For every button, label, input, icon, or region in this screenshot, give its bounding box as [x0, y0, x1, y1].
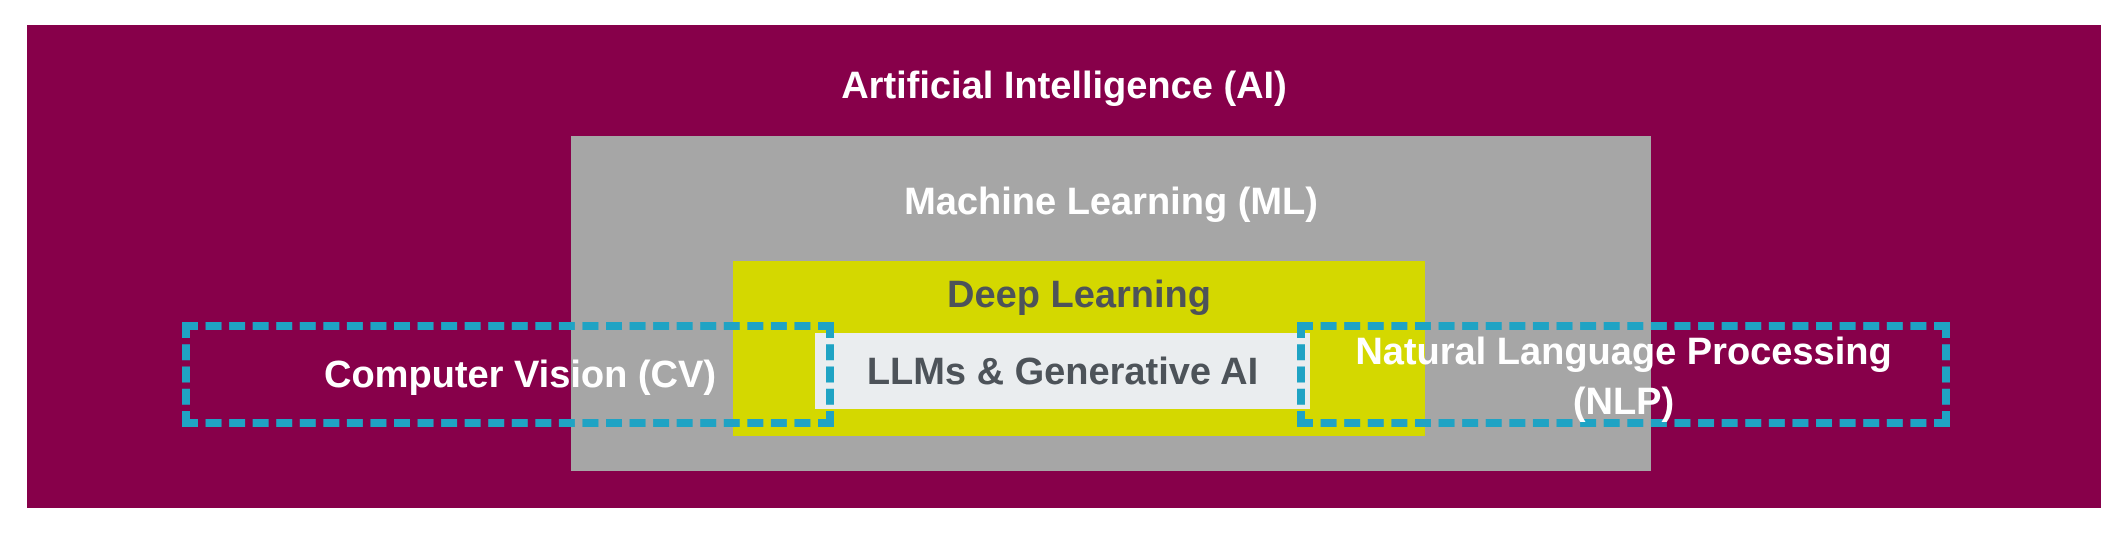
ml-label: Machine Learning (ML) [904, 181, 1318, 223]
nlp-label-line2: (NLP) [1572, 381, 1675, 423]
ai-label: Artificial Intelligence (AI) [841, 65, 1287, 107]
llm-label: LLMs & Generative AI [866, 351, 1259, 393]
computer-vision-region [182, 322, 834, 427]
deep-learning-label: Deep Learning [947, 274, 1211, 316]
computer-vision-label: Computer Vision (CV) [324, 354, 716, 396]
nlp-label-line1: Natural Language Processing [1355, 331, 1892, 373]
nlp-region [1297, 322, 1950, 427]
llm-region [815, 333, 1310, 409]
